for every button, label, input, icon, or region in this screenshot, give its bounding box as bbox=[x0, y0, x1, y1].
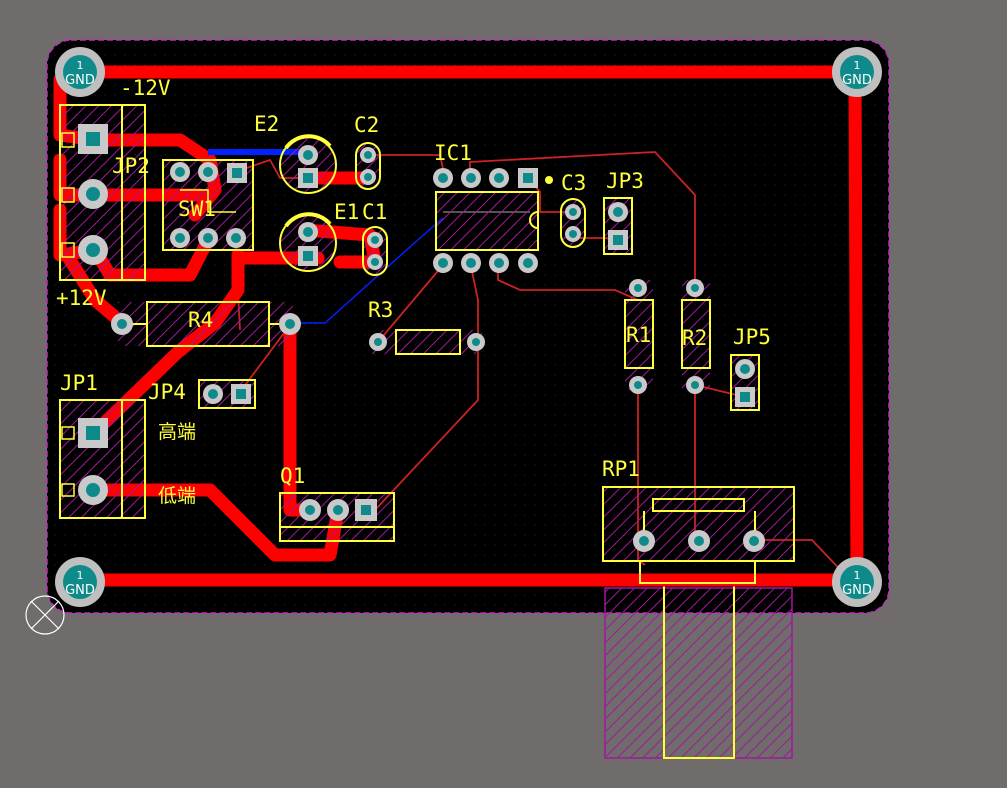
label-r1: R1 bbox=[626, 323, 651, 347]
label-jp1: JP1 bbox=[60, 371, 98, 395]
svg-text:GND: GND bbox=[842, 583, 872, 598]
label-jp2: JP2 bbox=[112, 154, 150, 178]
svg-text:GND: GND bbox=[65, 583, 95, 598]
svg-text:1: 1 bbox=[854, 59, 861, 72]
label-sw1: SW1 bbox=[178, 197, 216, 221]
label-r3: R3 bbox=[368, 298, 393, 322]
label-c3: C3 bbox=[561, 171, 586, 195]
label-jp5: JP5 bbox=[733, 325, 771, 349]
label-plus12v: +12V bbox=[56, 286, 107, 310]
label-q1: Q1 bbox=[280, 464, 305, 488]
svg-text:1: 1 bbox=[77, 569, 84, 582]
mount-hole-bottom-left: 1 GND bbox=[55, 557, 105, 607]
c1-capacitor bbox=[362, 226, 388, 276]
svg-text:1: 1 bbox=[854, 569, 861, 582]
jp3-connector bbox=[603, 197, 633, 255]
ic1-chip bbox=[433, 168, 553, 273]
r2-resistor bbox=[681, 279, 711, 394]
q1-transistor bbox=[279, 492, 395, 542]
jp2-connector bbox=[59, 104, 146, 281]
sw1-switch bbox=[162, 159, 254, 251]
label-jp4: JP4 bbox=[148, 380, 186, 404]
svg-text:1: 1 bbox=[77, 59, 84, 72]
jp1-connector bbox=[59, 399, 146, 519]
silkscreen-labels: -12V +12V JP2 SW1 E2 C2 E1 C1 IC1 C3 JP3… bbox=[56, 76, 771, 507]
rp1-potentiometer bbox=[602, 486, 795, 584]
pcb-board bbox=[46, 39, 890, 614]
r1-resistor bbox=[624, 279, 654, 394]
mount-hole-top-left: 1 GND bbox=[55, 47, 105, 97]
board-outline bbox=[46, 39, 890, 614]
label-ic1: IC1 bbox=[434, 141, 472, 165]
label-rp1: RP1 bbox=[602, 457, 640, 481]
label-e1: E1 bbox=[334, 200, 359, 224]
label-r4: R4 bbox=[188, 308, 213, 332]
mount-hole-bottom-right: 1 GND bbox=[832, 557, 882, 607]
svg-text:GND: GND bbox=[842, 73, 872, 88]
label-low-end: 低端 bbox=[158, 485, 196, 507]
label-c2: C2 bbox=[354, 113, 379, 137]
jp5-connector bbox=[730, 354, 760, 411]
origin-marker-icon bbox=[25, 595, 65, 635]
mount-hole-top-right: 1 GND bbox=[832, 47, 882, 97]
r3-resistor bbox=[369, 329, 485, 355]
label-jp3: JP3 bbox=[606, 169, 644, 193]
e1-capacitor bbox=[279, 212, 337, 272]
e2-capacitor bbox=[279, 134, 337, 194]
c3-capacitor bbox=[560, 198, 586, 248]
r4-resistor bbox=[111, 301, 301, 347]
label-r2: R2 bbox=[682, 326, 707, 350]
label-high-end: 高端 bbox=[158, 421, 196, 443]
c2-capacitor bbox=[355, 142, 381, 190]
svg-text:GND: GND bbox=[65, 73, 95, 88]
label-c1: C1 bbox=[362, 200, 387, 224]
jp4-connector bbox=[198, 379, 256, 409]
label-e2: E2 bbox=[254, 112, 279, 136]
rp1-shaft-outline bbox=[604, 579, 793, 759]
label-minus12v: -12V bbox=[120, 76, 171, 100]
